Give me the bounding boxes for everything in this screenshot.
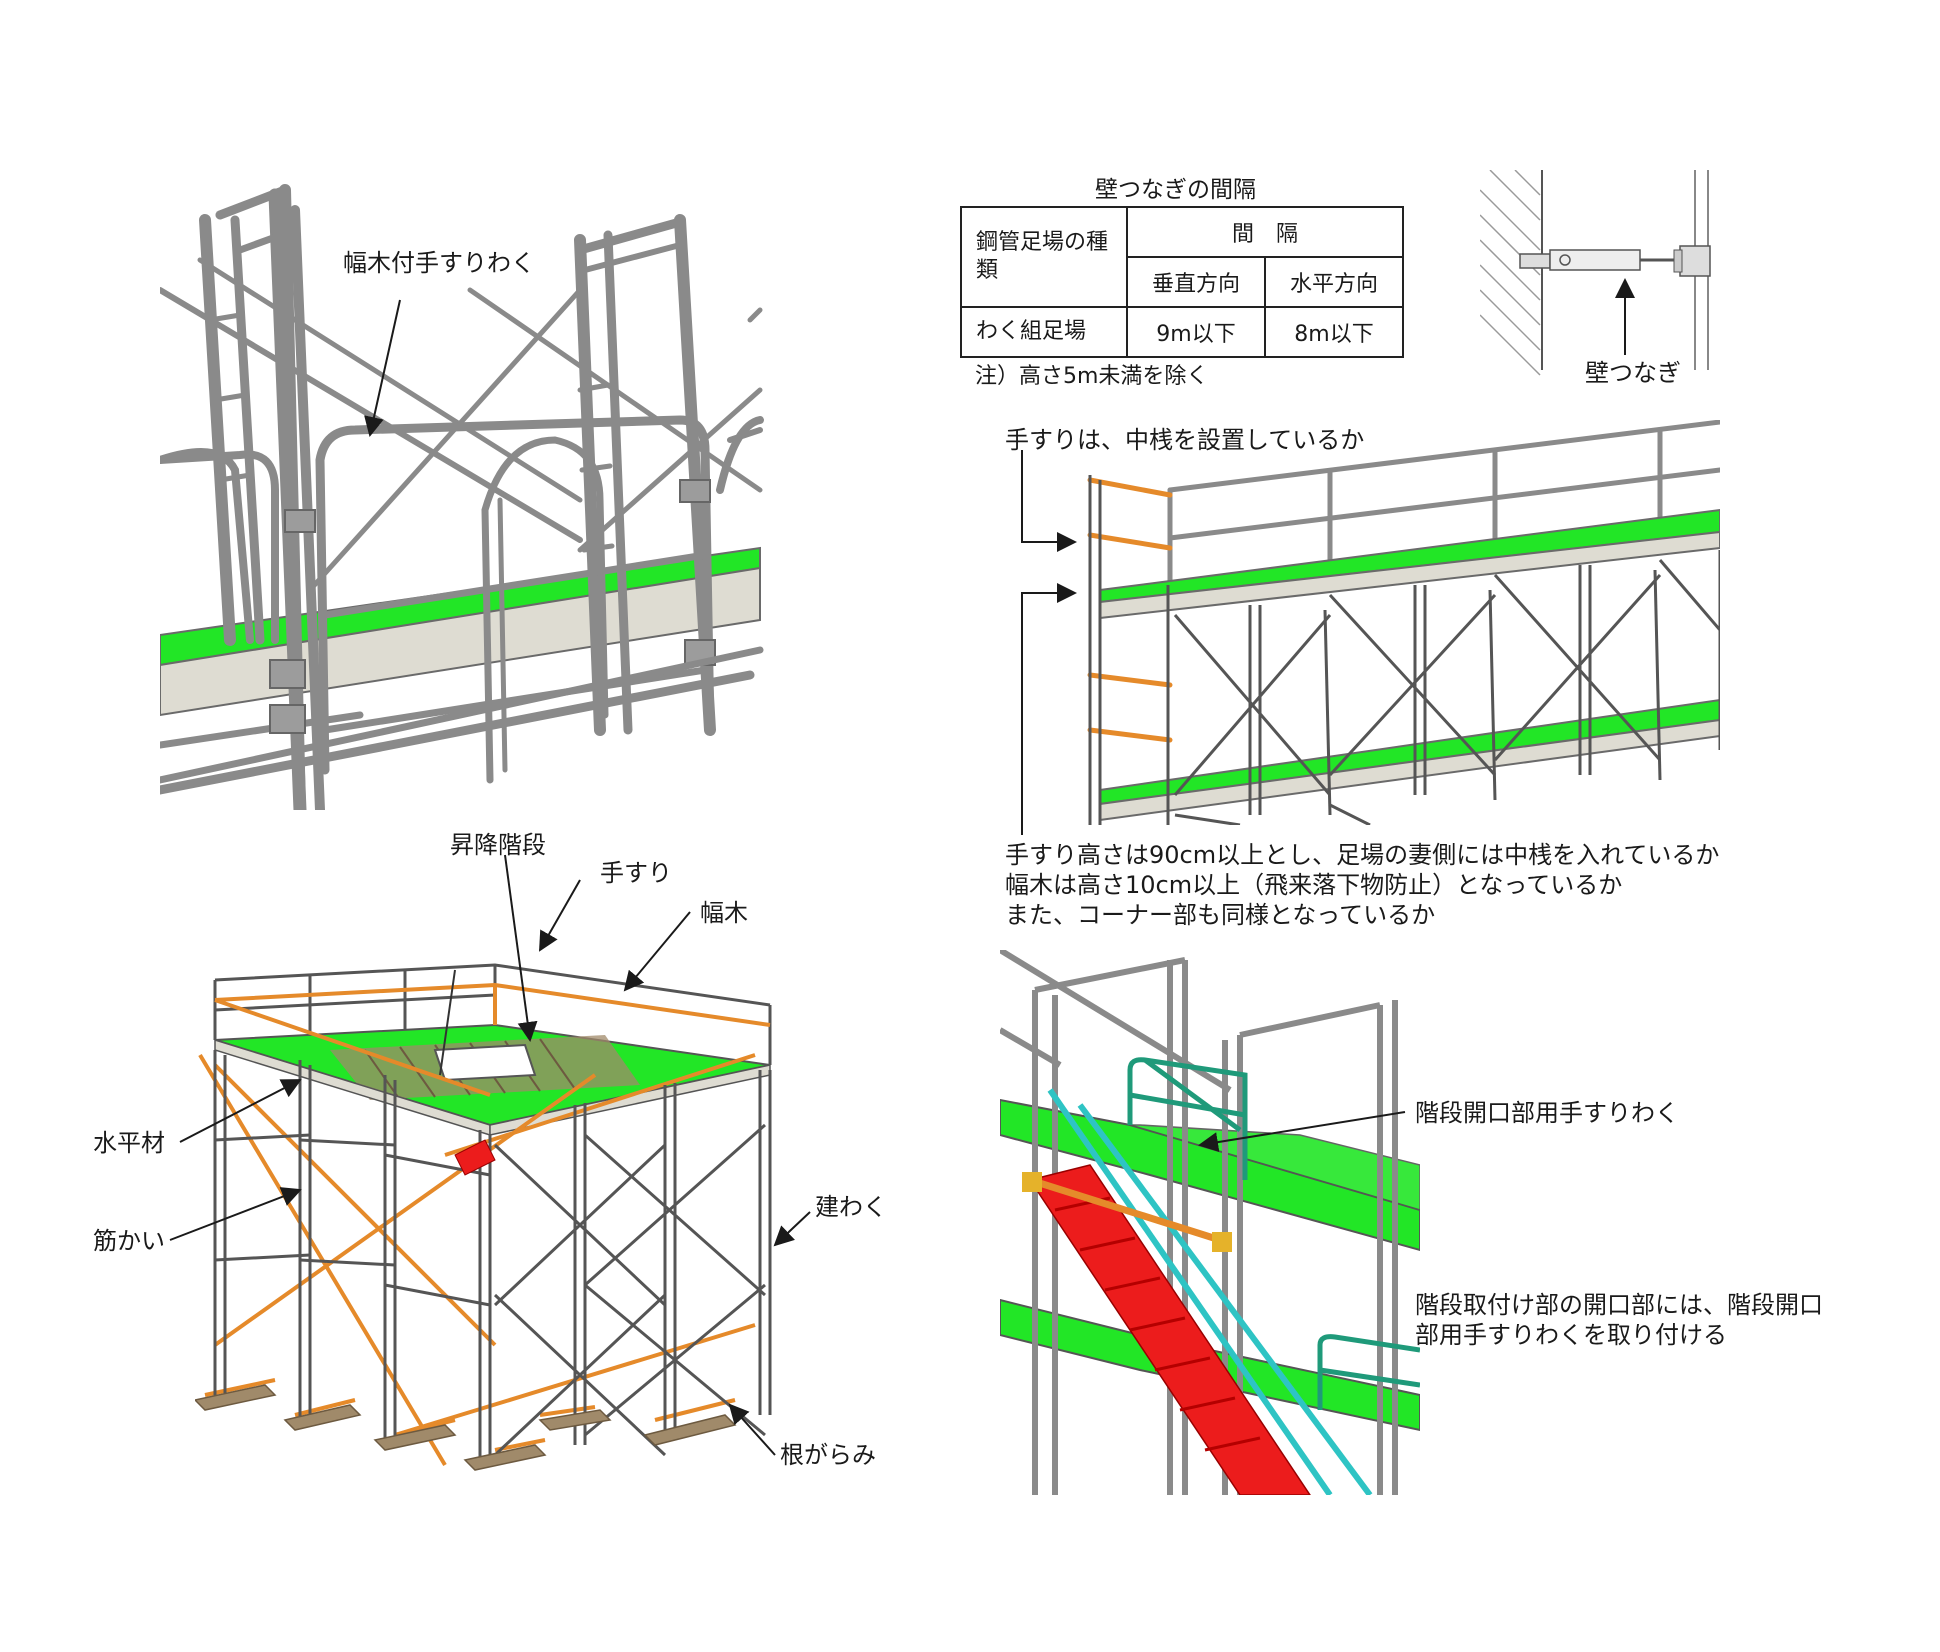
note-height-line-3: また、コーナー部も同様となっているか (1005, 901, 1436, 929)
note-height-line-1: 手すり高さは90cm以上とし、足場の妻側には中桟を入れているか (1005, 841, 1720, 869)
cell-interval-header: 間 隔 (1126, 206, 1404, 258)
label-brace: 筋かい (93, 1227, 165, 1255)
table-title: 壁つなぎの間隔 (1095, 177, 1256, 203)
note-stair-line-2: 部用手すりわくを取り付ける (1415, 1321, 1727, 1349)
figure-full-scaffold (195, 963, 772, 1471)
label-stair-opening-guard-frame: 階段開口部用手すりわく (1415, 1099, 1679, 1127)
cell-row-vertical: 9m以下 (1126, 306, 1266, 358)
figure-stair-opening (1000, 950, 1420, 1495)
label-toe-board: 幅木 (700, 899, 748, 927)
wall-tie-spacing-table: 鋼管足場の種類 間 隔 垂直方向 水平方向 わく組足場 9m以下 8m以下 (960, 206, 1404, 358)
cell-row-type: わく組足場 (960, 306, 1128, 358)
table-footnote: 注）高さ5m未満を除く (975, 364, 1209, 389)
figure-mid-rail-scaffold (1087, 420, 1720, 825)
note-height-line-2: 幅木は高さ10cm以上（飛来落下物防止）となっているか (1005, 871, 1623, 899)
figure-toe-board-handrail-frame (160, 184, 764, 810)
cell-type-header: 鋼管足場の種類 (960, 206, 1128, 308)
label-handrail: 手すり (600, 859, 672, 887)
label-frame: 建わく (815, 1193, 887, 1221)
cell-horizontal-header: 水平方向 (1264, 256, 1404, 308)
label-horizontal-member: 水平材 (93, 1129, 165, 1157)
cell-row-horizontal: 8m以下 (1264, 306, 1404, 358)
label-sweeper-tube: 根がらみ (780, 1441, 876, 1469)
label-wall-tie: 壁つなぎ (1585, 359, 1681, 387)
note-stair-line-1: 階段取付け部の開口部には、階段開口 (1415, 1291, 1823, 1319)
note-mid-rail-check: 手すりは、中桟を設置しているか (1005, 426, 1365, 454)
label-stairway: 昇降階段 (450, 831, 546, 859)
cell-vertical-header: 垂直方向 (1126, 256, 1266, 308)
label-toe-board-handrail-frame: 幅木付手すりわく (343, 249, 535, 277)
figure-wall-tie-detail (1480, 170, 1711, 376)
